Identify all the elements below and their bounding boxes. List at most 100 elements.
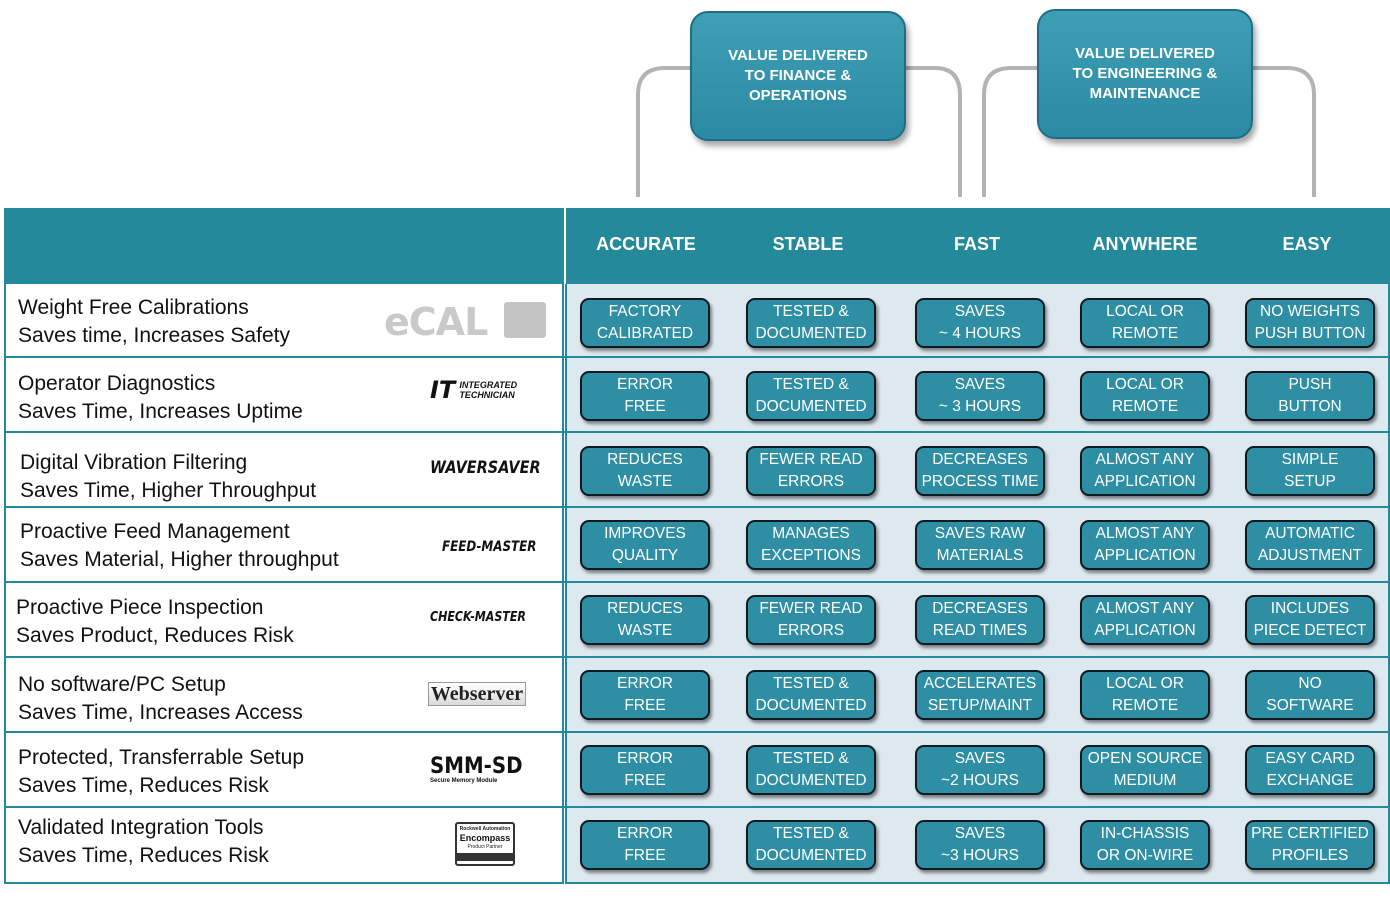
row-divider: [4, 506, 1390, 508]
value-pill-stable: TESTED & DOCUMENTED: [746, 298, 876, 348]
value-pill-line: REDUCES: [607, 451, 683, 468]
value-pill-stable: TESTED &DOCUMENTED: [746, 745, 876, 795]
feature-benefit: Saves Product, Reduces Risk: [16, 624, 294, 647]
value-pill-line: FREE: [624, 697, 666, 714]
value-pill-easy: PRE CERTIFIED PROFILES: [1245, 820, 1375, 870]
value-pill-line: PRE CERTIFIED: [1251, 825, 1369, 842]
feature-benefit: Saves Time, Increases Uptime: [18, 400, 303, 423]
check-master-logo: CHECK-MASTER: [430, 610, 526, 625]
value-pill-line: IN-CHASSIS: [1100, 825, 1190, 842]
value-pill-line: LOCAL OR: [1106, 376, 1184, 393]
value-pill-line: EASY CARD: [1265, 750, 1355, 767]
value-pill-line: WASTE: [617, 622, 673, 639]
feature-benefit: Saves Material, Higher throughput: [20, 548, 339, 571]
row-divider: [4, 656, 1390, 658]
value-pill-line: DOCUMENTED: [755, 325, 867, 342]
value-pill-line: NO WEIGHTS: [1260, 303, 1360, 320]
value-pill-line: PUSH: [1288, 376, 1332, 393]
header-blank-cell: [4, 208, 566, 284]
value-pill-line: FACTORY: [608, 303, 682, 320]
value-pill-line: FREE: [624, 772, 666, 789]
value-pill-accurate: ERROR FREE: [580, 745, 710, 795]
value-pill-line: PUSH BUTTON: [1254, 325, 1366, 342]
value-pill-line: INCLUDES: [1270, 600, 1350, 617]
value-pill-easy: EASY CARD EXCHANGE: [1245, 745, 1375, 795]
value-pill-line: SOFTWARE: [1266, 697, 1354, 714]
value-pill-line: OPEN SOURCE: [1087, 750, 1203, 767]
value-pill-line: SAVES: [954, 303, 1006, 320]
value-pill-fast: DECREASES READ TIMES: [915, 595, 1045, 645]
value-pill-line: MATERIALS: [936, 547, 1024, 564]
value-pill-line: TESTED &: [773, 376, 849, 393]
value-pill-line: ~2 HOURS: [941, 772, 1019, 789]
webserver-logo: Webserver: [428, 682, 526, 706]
value-pill-line: TESTED &: [773, 675, 849, 692]
value-pill-line: ERROR: [617, 750, 673, 767]
value-pill-line: APPLICATION: [1094, 473, 1196, 490]
value-pill-line: ERROR: [617, 825, 673, 842]
feature-title: No software/PC Setup: [18, 673, 226, 696]
value-pill-line: REMOTE: [1111, 325, 1179, 342]
value-pill-line: TESTED &: [773, 825, 849, 842]
value-pill-fast: SAVES ~2 HOURS: [915, 745, 1045, 795]
value-pill-line: REMOTE: [1111, 398, 1179, 415]
value-pill-line: APPLICATION: [1094, 622, 1196, 639]
value-pill-line: DOCUMENTED: [755, 398, 867, 415]
value-pill-line: TESTED &: [773, 303, 849, 320]
value-pill-line: PROFILES: [1271, 847, 1349, 864]
feature-benefit: Saves Time, Reduces Risk: [18, 774, 269, 797]
value-pill-line: TESTED &: [773, 750, 849, 767]
feature-benefit: Saves time, Increases Safety: [18, 324, 290, 347]
feature-proactive-feed-management: Proactive Feed Management Saves Material…: [20, 518, 339, 574]
feature-title: Proactive Piece Inspection: [16, 596, 264, 619]
value-finance-callout: VALUE DELIVERED TO FINANCE & OPERATIONS: [690, 11, 906, 141]
value-pill-anywhere: ALMOST ANY APPLICATION: [1080, 595, 1210, 645]
ecal-logo: eCAL: [384, 300, 546, 344]
feature-weight-free-calibrations: Weight Free Calibrations Saves time, Inc…: [18, 294, 290, 350]
feature-benefit: Saves Time, Increases Access: [18, 701, 303, 724]
value-pill-line: MANAGES: [772, 525, 850, 542]
value-pill-line: DECREASES: [932, 600, 1028, 617]
row-divider: [4, 731, 1390, 733]
feature-title: Digital Vibration Filtering: [20, 451, 248, 474]
value-pill-fast: SAVES~3 HOURS: [915, 820, 1045, 870]
value-pill-line: SAVES: [954, 750, 1006, 767]
value-pill-easy: NO SOFTWARE: [1245, 670, 1375, 720]
value-pill-line: EXCEPTIONS: [761, 547, 861, 564]
value-pill-line: FEWER READ: [759, 600, 863, 617]
feature-benefit: Saves Time, Reduces Risk: [18, 844, 269, 867]
value-pill-line: SETUP: [1284, 473, 1336, 490]
value-pill-stable: TESTED &DOCUMENTED: [746, 820, 876, 870]
value-pill-line: ~ 4 HOURS: [938, 325, 1022, 342]
value-pill-easy: PUSH BUTTON: [1245, 371, 1375, 421]
feature-title: Protected, Transferrable Setup: [18, 746, 304, 769]
value-pill-line: BUTTON: [1278, 398, 1342, 415]
value-pill-line: ALMOST ANY: [1095, 600, 1195, 617]
feature-digital-vibration-filtering: Digital Vibration Filtering Saves Time, …: [20, 449, 316, 505]
value-pill-line: IMPROVES: [604, 525, 686, 542]
value-pill-line: ACCELERATES: [923, 675, 1037, 692]
value-pill-line: EXCHANGE: [1266, 772, 1354, 789]
value-pill-line: ERRORS: [777, 622, 845, 639]
value-pill-line: READ TIMES: [932, 622, 1028, 639]
value-pill-line: ADJUSTMENT: [1257, 547, 1363, 564]
value-pill-line: PIECE DETECT: [1253, 622, 1367, 639]
value-pill-line: NO: [1298, 675, 1322, 692]
value-pill-line: ERROR: [617, 376, 673, 393]
column-header-band: ACCURATE STABLE FAST ANYWHERE EASY: [4, 208, 1390, 284]
value-pill-line: SAVES: [954, 376, 1006, 393]
feature-title: Weight Free Calibrations: [18, 296, 249, 319]
